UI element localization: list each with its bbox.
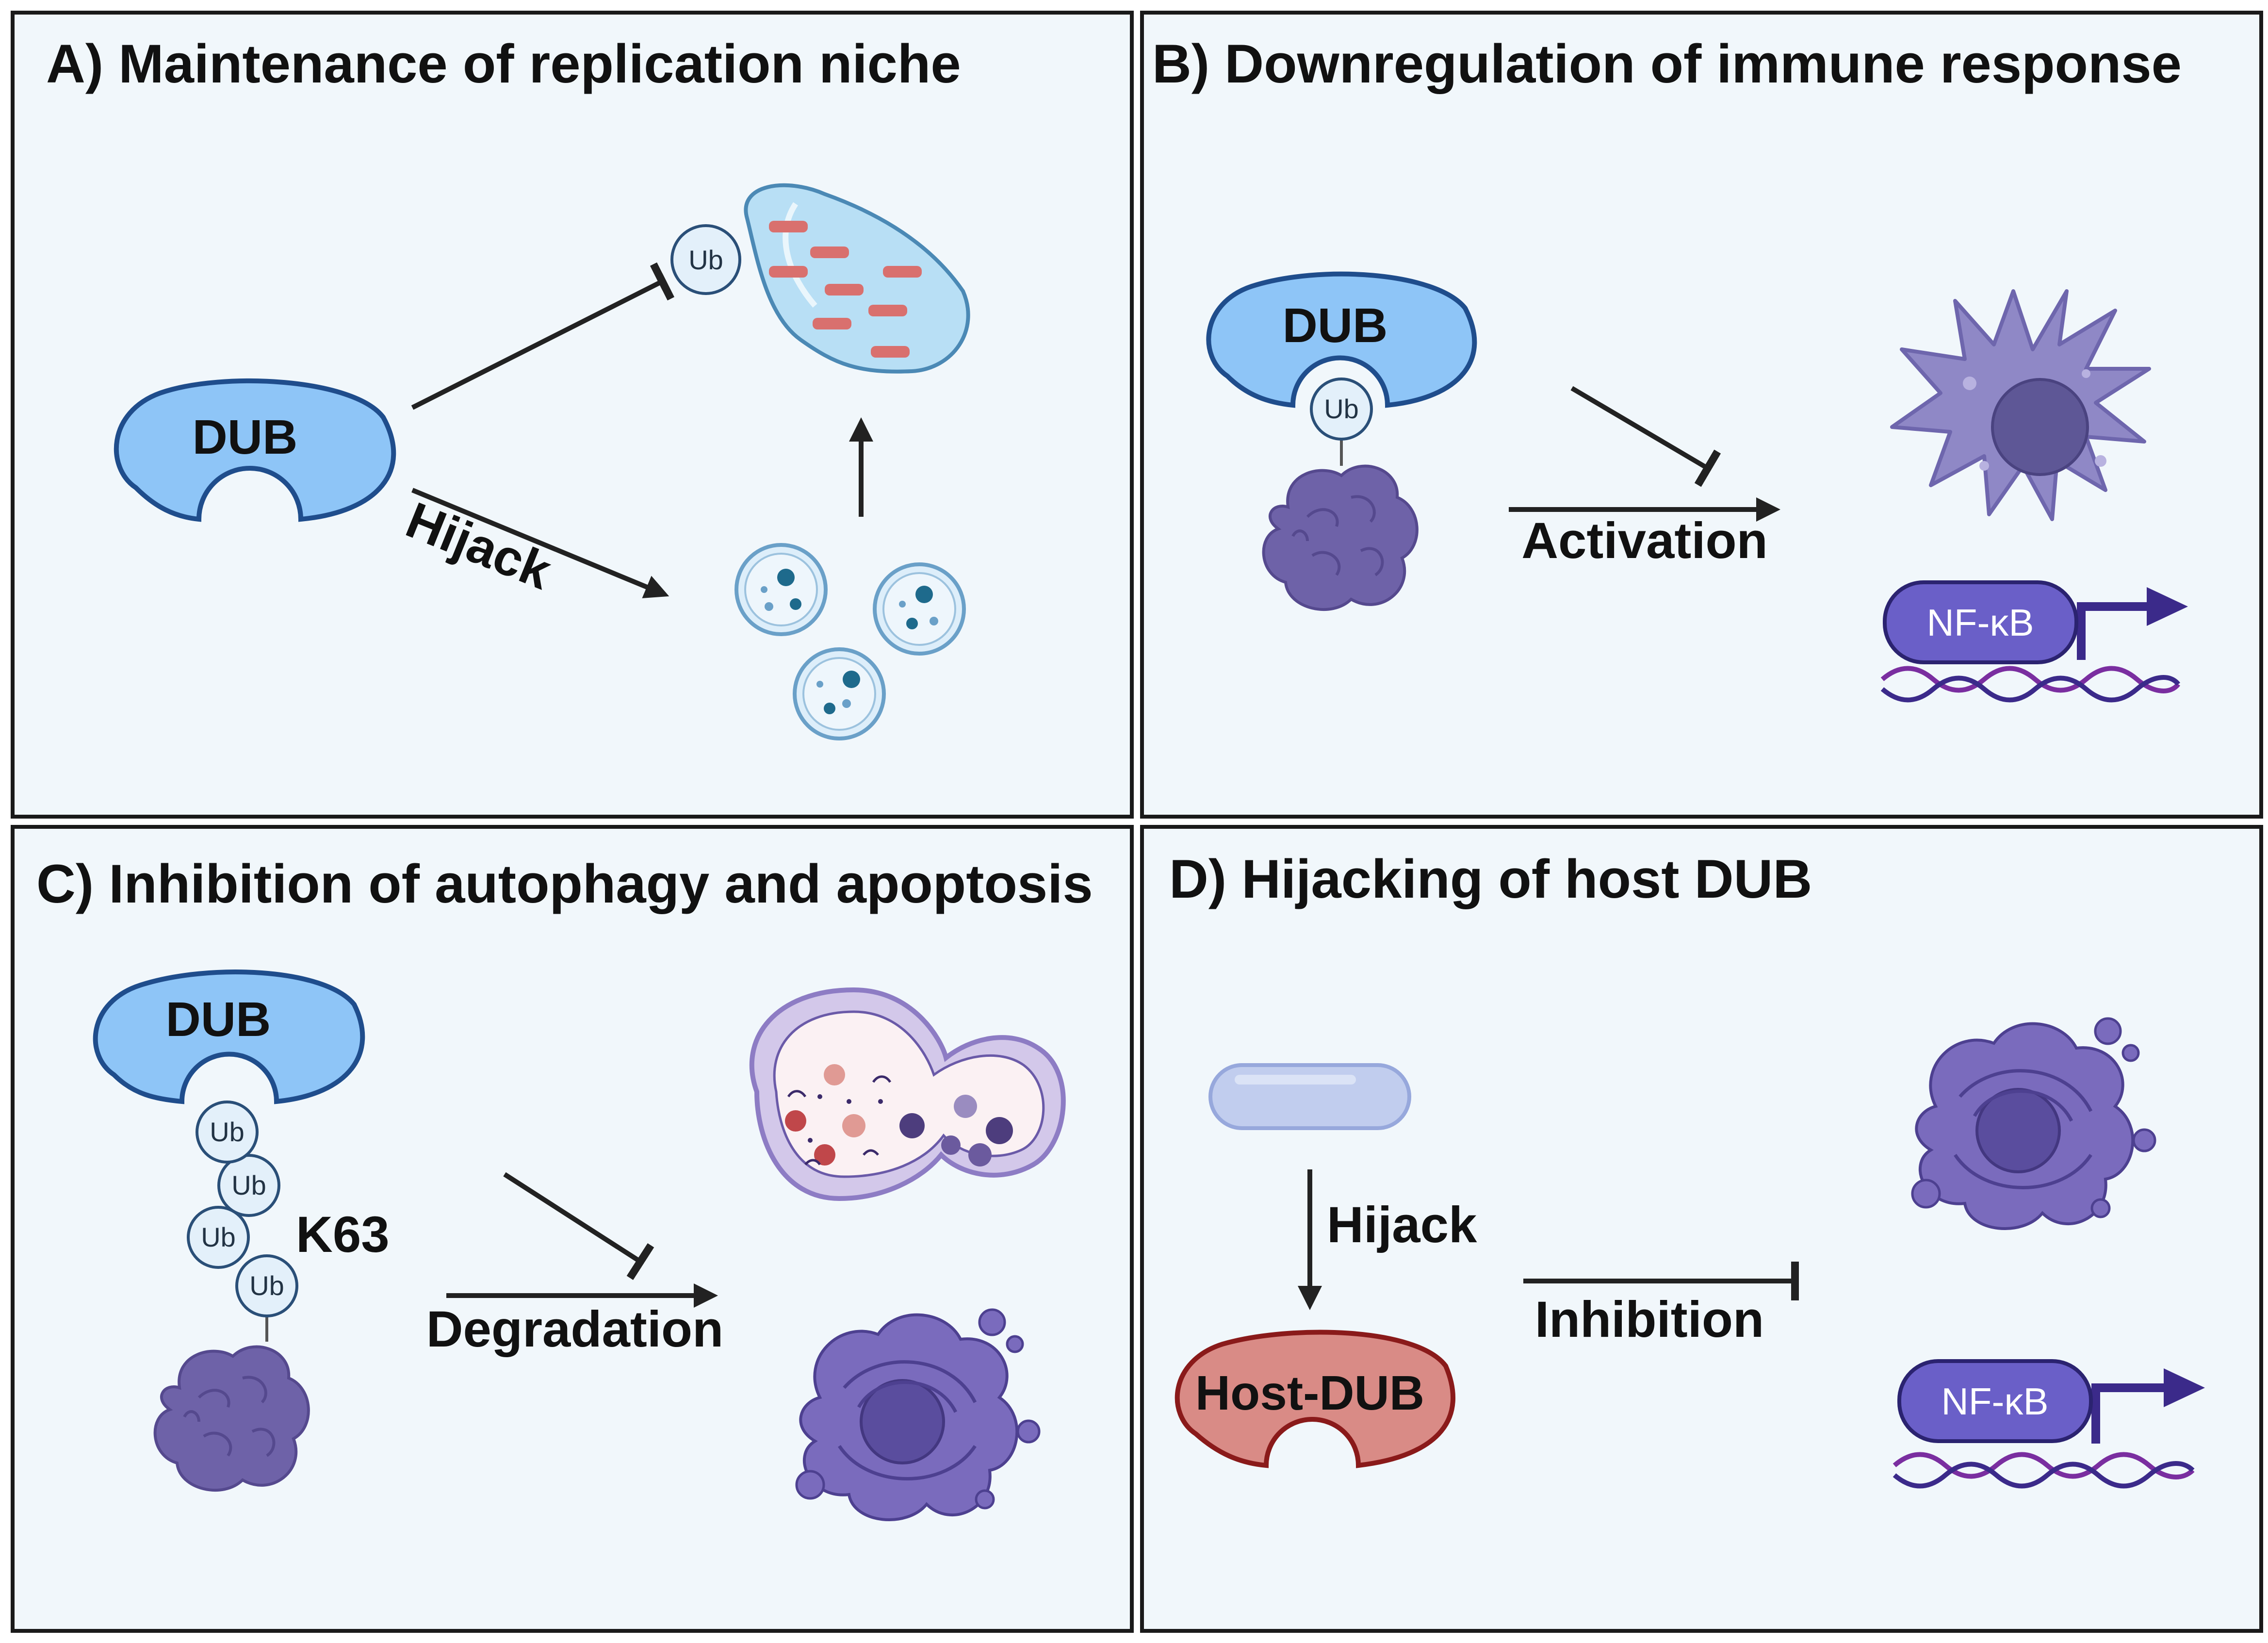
panel-a-title: A) Maintenance of replication niche — [46, 33, 961, 94]
inhibition-arrow-c — [503, 1172, 654, 1280]
dub-enzyme-c — [93, 969, 365, 1104]
degradation-label: Degradation — [426, 1301, 724, 1358]
dub-enzyme-b — [1206, 271, 1477, 408]
dna-strand-b — [1880, 666, 2180, 703]
inhibition-arrow-b — [1570, 386, 1721, 487]
autolysosome — [749, 987, 1066, 1201]
ub-chain-k63 — [187, 1101, 298, 1342]
ub-label-c3: Ub — [201, 1222, 236, 1252]
dub-label-b: DUB — [1283, 298, 1388, 353]
hijack-label-a: Hijack — [398, 492, 559, 601]
dub-label-a: DUB — [193, 410, 298, 464]
nfkb-label-b: NF-κB — [1927, 601, 2034, 644]
effector-protein-b — [1264, 466, 1417, 609]
apoptotic-cell-c — [797, 1310, 1039, 1520]
panel-d-title: D) Hijacking of host DUB — [1169, 849, 1812, 909]
effector-protein-c — [155, 1347, 309, 1490]
transcription-arrowhead-d — [2164, 1368, 2205, 1407]
vesicles-a — [734, 543, 966, 740]
transcription-arrow-b — [2077, 602, 2149, 660]
host-dub-enzyme — [1175, 1330, 1455, 1468]
dub-enzyme-a — [114, 378, 396, 522]
panel-b-title: B) Downregulation of immune response — [1152, 33, 2182, 94]
ub-tag-b — [1310, 378, 1373, 441]
transcription-arrowhead-b — [2147, 587, 2188, 626]
ub-label-c4: Ub — [249, 1270, 284, 1301]
ub-label-b: Ub — [1324, 394, 1359, 424]
bacterium — [1208, 1063, 1411, 1130]
ub-tag-a — [670, 224, 741, 295]
panel-c-title: C) Inhibition of autophagy and apoptosis — [36, 854, 1093, 914]
ub-label-c2: Ub — [231, 1170, 266, 1200]
ub-label-c1: Ub — [210, 1117, 245, 1147]
inhibition-label: Inhibition — [1535, 1291, 1764, 1348]
panel-d — [1140, 825, 2263, 1633]
ub-label-a: Ub — [688, 245, 723, 275]
hijack-label-d: Hijack — [1327, 1197, 1477, 1253]
k63-label: K63 — [296, 1206, 390, 1263]
host-dub-label: Host-DUB — [1195, 1366, 1424, 1420]
nfkb-badge-d — [1897, 1359, 2093, 1443]
vacuole-niche — [744, 183, 970, 374]
dub-label-c: DUB — [166, 992, 271, 1047]
activation-label: Activation — [1521, 512, 1768, 569]
dna-strand-d — [1893, 1452, 2195, 1489]
nfkb-badge-b — [1883, 580, 2078, 664]
inhibition-arrow-a — [411, 262, 675, 410]
nfkb-label-d: NF-κB — [1942, 1380, 2049, 1423]
apoptotic-cell-d — [1912, 1019, 2155, 1229]
immune-cell — [1890, 289, 2151, 521]
hijack-arrow — [411, 488, 669, 598]
transcription-arrow-d — [2091, 1383, 2166, 1444]
